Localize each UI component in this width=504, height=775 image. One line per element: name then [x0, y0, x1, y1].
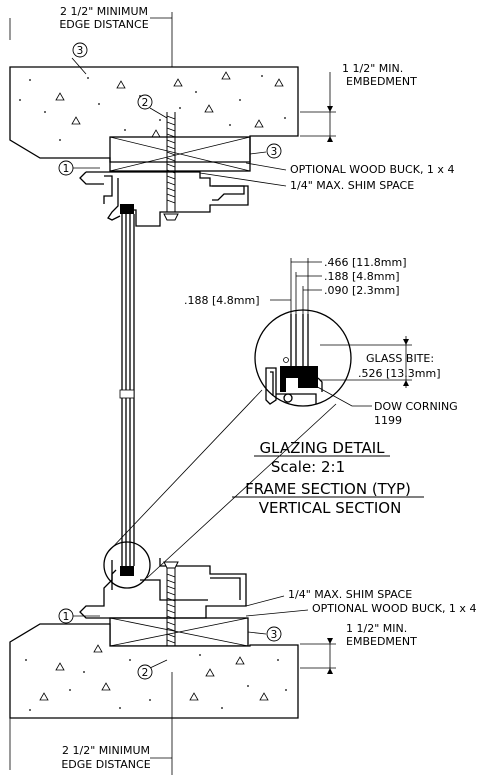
callout-1-top: 1: [58, 160, 100, 176]
dim-466-label: .466 [11.8mm]: [324, 256, 407, 269]
bottom-edge-label-1: 2 1/2" MINIMUM: [62, 744, 150, 757]
dim-188a-label: .188 [4.8mm]: [324, 270, 400, 283]
bottom-embedment-dimension: 1 1/2" MIN. EMBEDMENT: [300, 622, 417, 674]
glazing-detail-title: GLAZING DETAIL: [260, 439, 386, 457]
callout-3-buck-bottom: 3: [247, 626, 282, 642]
top-buck-label: OPTIONAL WOOD BUCK, 1 x 4: [290, 163, 454, 176]
bottom-shim-label: 1/4" MAX. SHIM SPACE: [288, 588, 412, 601]
callout-1-bottom-text: 1: [63, 611, 70, 623]
top-anchor-screw: [163, 112, 179, 221]
callout-1-top-text: 1: [63, 163, 70, 175]
bottom-frame-profile: [79, 558, 247, 619]
bottom-edge-label-2: EDGE DISTANCE: [61, 758, 150, 771]
dim-090-label: .090 [2.3mm]: [324, 284, 400, 297]
top-edge-distance-dimension: 2 1/2" MINIMUM EDGE DISTANCE: [9, 5, 173, 110]
top-concrete-slab: [9, 66, 299, 163]
drawing-titles: GLAZING DETAIL Scale: 2:1 FRAME SECTION …: [232, 439, 424, 517]
vertical-section-title: VERTICAL SECTION: [259, 499, 402, 517]
bottom-concrete-slab: [9, 623, 299, 719]
callout-3-buck-top: 3: [249, 143, 282, 159]
callout-3-buck-top-text: 3: [271, 146, 278, 158]
frame-section-title: FRAME SECTION (TYP): [245, 480, 411, 498]
top-embedment-label-2: EMBEDMENT: [346, 75, 417, 88]
scale-label: Scale: 2:1: [271, 458, 345, 476]
bottom-embedment-label-2: EMBEDMENT: [346, 635, 417, 648]
callout-3-top: 3: [71, 42, 88, 75]
top-wood-buck: [109, 136, 251, 172]
callout-2-bottom: 2: [137, 659, 168, 680]
bottom-shim-buck-leaders: 1/4" MAX. SHIM SPACE OPTIONAL WOOD BUCK,…: [245, 588, 476, 617]
top-edge-label-2: EDGE DISTANCE: [59, 18, 148, 31]
top-embedment-dimension: 1 1/2" MIN. EMBEDMENT: [300, 62, 417, 142]
callout-1-bottom: 1: [58, 608, 100, 624]
dow-corning-label-2: 1199: [374, 414, 402, 427]
top-buck-shim-leaders: OPTIONAL WOOD BUCK, 1 x 4 1/4" MAX. SHIM…: [199, 162, 454, 192]
bottom-buck-label: OPTIONAL WOOD BUCK, 1 x 4: [312, 602, 476, 615]
callout-2-top-text: 2: [142, 97, 149, 109]
bottom-edge-distance-dimension: 2 1/2" MINIMUM EDGE DISTANCE: [9, 672, 173, 775]
glazing-detail-enlarged: [108, 309, 352, 579]
dim-188b-label: .188 [4.8mm]: [184, 294, 260, 307]
callout-2-bottom-text: 2: [142, 667, 149, 679]
top-shim-label: 1/4" MAX. SHIM SPACE: [290, 179, 414, 192]
detail-circle-sill: [103, 541, 151, 589]
callout-3-top-text: 3: [77, 45, 84, 57]
glass-bite-label-2: .526 [13.3mm]: [358, 367, 441, 380]
top-frame-profile: [79, 171, 249, 227]
top-edge-label-1: 2 1/2" MINIMUM: [60, 5, 148, 18]
dow-corning-label-1: DOW CORNING: [374, 400, 458, 413]
glazing-detail-dimensions: .466 [11.8mm] .188 [4.8mm] .090 [2.3mm] …: [184, 256, 458, 427]
glass-bite-label-1: GLASS BITE:: [366, 352, 434, 365]
top-embedment-label-1: 1 1/2" MIN.: [342, 62, 403, 75]
bottom-wood-buck: [109, 617, 249, 647]
callout-3-buck-bottom-text: 3: [271, 629, 278, 641]
glass-unit: [119, 204, 135, 576]
callout-2-top: 2: [137, 94, 168, 119]
bottom-embedment-label-1: 1 1/2" MIN.: [346, 622, 407, 635]
